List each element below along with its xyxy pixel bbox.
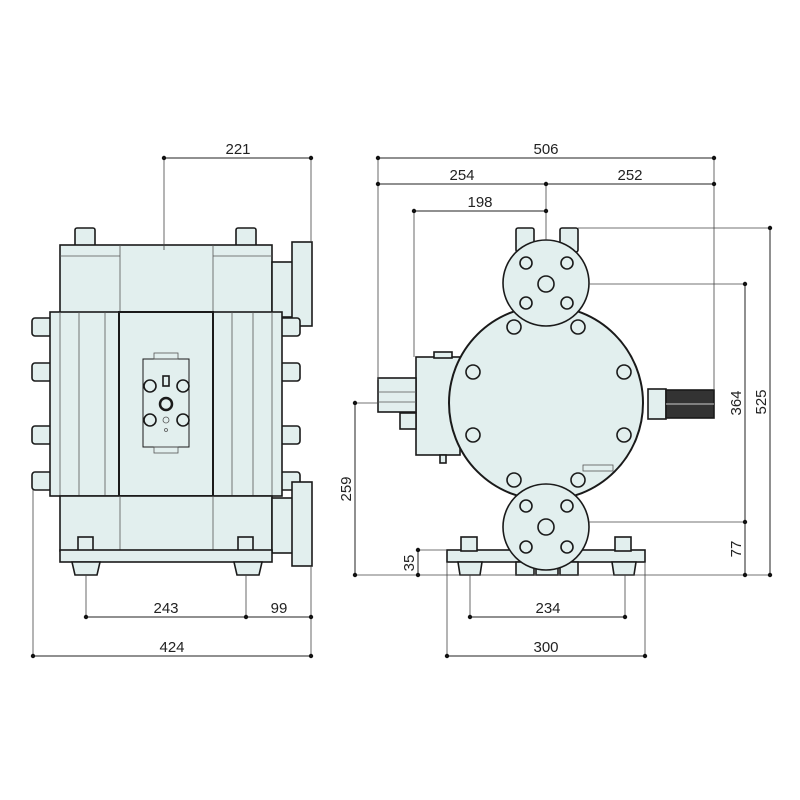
dim-77: 77 bbox=[728, 541, 745, 558]
dimension-labels: 221 243 99 424 506 254 252 198 525 364 7… bbox=[153, 141, 770, 656]
dim-300: 300 bbox=[533, 639, 558, 656]
dim-234: 234 bbox=[535, 600, 560, 617]
dimension-endpoints bbox=[30, 155, 773, 659]
dim-506: 506 bbox=[533, 141, 558, 158]
side-view bbox=[31, 227, 313, 576]
dim-198: 198 bbox=[467, 194, 492, 211]
dim-525: 525 bbox=[753, 389, 770, 414]
dimension-lines bbox=[30, 155, 773, 659]
dim-99: 99 bbox=[271, 600, 288, 617]
dim-259: 259 bbox=[338, 476, 355, 501]
dim-243: 243 bbox=[153, 600, 178, 617]
dim-364: 364 bbox=[728, 390, 745, 415]
dim-254: 254 bbox=[449, 167, 474, 184]
dim-252: 252 bbox=[617, 167, 642, 184]
dim-424: 424 bbox=[159, 639, 184, 656]
dim-221: 221 bbox=[225, 141, 250, 158]
front-view bbox=[377, 227, 715, 576]
dim-35: 35 bbox=[401, 555, 418, 572]
